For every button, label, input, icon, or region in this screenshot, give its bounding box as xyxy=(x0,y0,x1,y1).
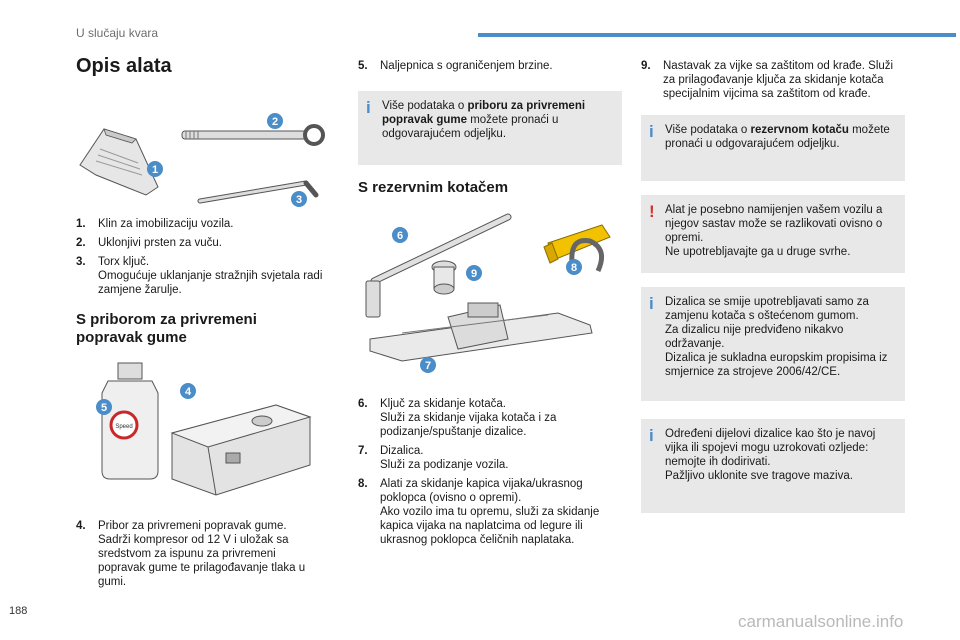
list-item: 1.Klin za imobilizaciju vozila. xyxy=(76,218,234,230)
info-note: i Određeni dijelovi dizalice kao što je … xyxy=(641,419,905,513)
info-icon: i xyxy=(649,426,654,445)
callout-8-label: 8 xyxy=(571,262,577,274)
list-item: 2.Uklonjivi prsten za vuču. xyxy=(76,237,222,249)
callout-2-label: 2 xyxy=(272,116,278,128)
page-title: Opis alata xyxy=(76,55,172,77)
header-accent-bar xyxy=(478,33,956,37)
repair-kit-figure: Speed 4 5 xyxy=(96,362,312,496)
info-icon: i xyxy=(649,122,654,141)
list-item: 5.Naljepnica s ograničenjem brzine. xyxy=(358,60,553,72)
warning-icon: ! xyxy=(649,202,655,221)
callout-7: 7 xyxy=(420,357,436,373)
info-note: i Više podataka o priboru za privremeni … xyxy=(358,91,622,165)
spare-tools-list: 6.Ključ za skidanje kotača.Služi za skid… xyxy=(358,397,622,547)
compressor-icon xyxy=(170,404,312,496)
callout-6-label: 6 xyxy=(397,230,403,242)
list-item: 7.Dizalica.Služi za podizanje vozila. xyxy=(358,445,509,471)
section-heading: S rezervnim kotačem xyxy=(358,179,509,196)
callout-8: 8 xyxy=(566,259,582,275)
wheel-wrench-icon xyxy=(365,213,512,318)
callout-1-label: 1 xyxy=(152,164,158,176)
callout-3-label: 3 xyxy=(296,194,302,206)
list-item: 3.Torx ključ.Omogućuje uklanjanje stražn… xyxy=(76,256,323,296)
callout-2: 2 xyxy=(267,113,283,129)
info-note: i Više podataka o rezervnom kotaču možet… xyxy=(641,115,905,181)
section-heading: S priborom za privremeni popravak gume xyxy=(76,311,257,346)
column-1: Opis alata 1 2 3 1.Klin za imobilizaciju… xyxy=(76,55,326,594)
tools-figure: 1 2 3 xyxy=(79,113,325,207)
callout-9-label: 9 xyxy=(471,268,477,280)
info-note: i Dizalica se smije upotrebljavati samo … xyxy=(641,287,905,401)
sealant-bottle-icon: Speed xyxy=(101,362,159,480)
warning-note: ! Alat je posebno namijenjen vašem vozil… xyxy=(641,195,905,273)
callout-3: 3 xyxy=(291,191,307,207)
callout-9: 9 xyxy=(466,265,482,281)
tools-list: 1.Klin za imobilizaciju vozila. 2.Uklonj… xyxy=(76,217,326,297)
torx-key-icon xyxy=(197,180,319,204)
anti-theft-socket-icon xyxy=(431,260,457,295)
column-2: 5.Naljepnica s ograničenjem brzine. i Vi… xyxy=(358,55,622,552)
section-title: U slučaju kvara xyxy=(76,26,159,40)
wheel-chock-icon xyxy=(79,128,159,196)
callout-7-label: 7 xyxy=(425,360,431,372)
callout-4-label: 4 xyxy=(185,386,192,398)
speed-label: Speed xyxy=(115,424,132,430)
callout-4: 4 xyxy=(180,383,196,399)
callout-6: 6 xyxy=(392,227,408,243)
list-item: 8.Alati za skidanje kapica vijaka/ukrasn… xyxy=(358,478,600,546)
list-item: 4.Pribor za privremeni popravak gume.Sad… xyxy=(76,520,306,588)
towing-eye-icon xyxy=(181,124,325,146)
callout-5: 5 xyxy=(96,399,112,415)
list-item: 6.Ključ za skidanje kotača.Služi za skid… xyxy=(358,398,557,438)
page-number: 188 xyxy=(9,605,28,617)
info-icon: i xyxy=(366,98,371,117)
column-3: 9.Nastavak za vijke sa zaštitom od krađe… xyxy=(641,55,905,513)
hubcap-tools-icon xyxy=(543,224,611,273)
callout-1: 1 xyxy=(147,161,163,177)
info-icon: i xyxy=(649,294,654,313)
callout-5-label: 5 xyxy=(101,402,107,414)
spare-wheel-tools-figure: 6 7 8 9 xyxy=(365,213,611,373)
list-item: 9.Nastavak za vijke sa zaštitom od krađe… xyxy=(641,60,894,100)
watermark: carmanualsonline.info xyxy=(738,612,904,631)
jack-icon xyxy=(369,302,593,362)
